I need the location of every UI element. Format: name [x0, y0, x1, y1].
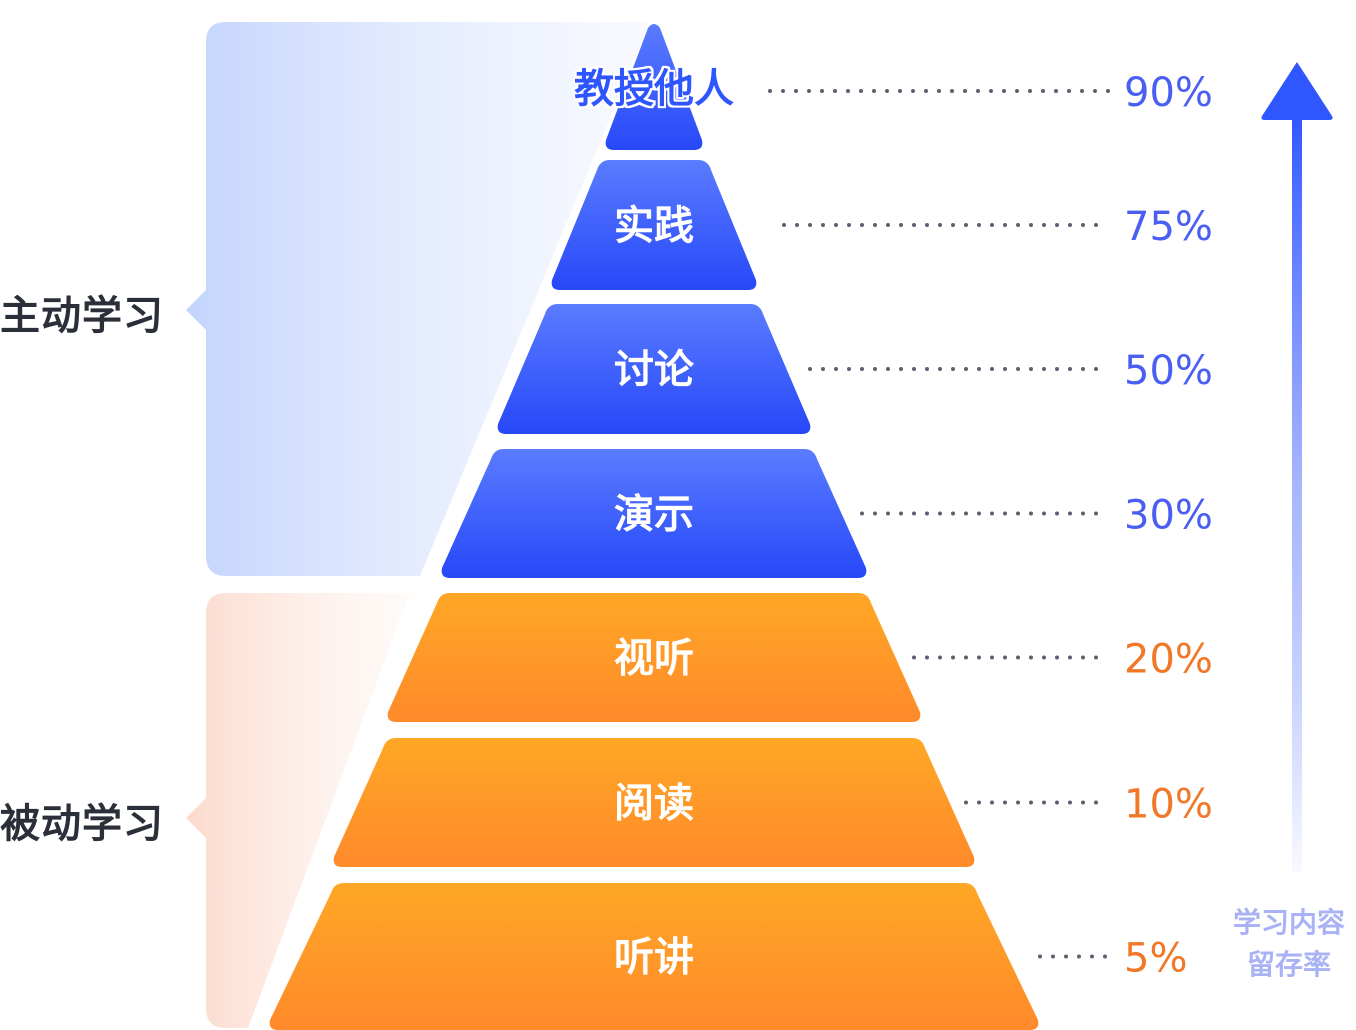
percent-label-5: 20%	[1124, 637, 1213, 683]
retention-axis-line1: 学习内容	[1232, 906, 1345, 939]
percent-label-3: 50%	[1124, 348, 1213, 394]
pyramid-tier-4	[441, 449, 867, 578]
tier-label-1: 教授他人	[574, 66, 734, 112]
retention-arrow	[1261, 62, 1333, 872]
dotted-leaders	[768, 89, 1114, 959]
pyramid-tier-6	[333, 738, 975, 867]
percent-label-2: 75%	[1124, 204, 1213, 250]
pyramid-tier-7	[269, 883, 1039, 1030]
passive-learning-label: 被动学习	[0, 801, 164, 847]
pyramid-tier-2	[551, 160, 757, 290]
tier-label-3: 讨论	[614, 347, 695, 393]
percent-label-1: 90%	[1124, 70, 1213, 116]
tier-label-7: 听讲	[614, 935, 694, 981]
pyramid-tier-1	[605, 24, 703, 150]
active-group-brace	[186, 22, 650, 576]
pyramid-tier-3	[497, 304, 811, 434]
percent-label-4: 30%	[1124, 493, 1213, 539]
percent-label-6: 10%	[1124, 782, 1213, 828]
pyramid-tiers	[269, 24, 1039, 1030]
percent-label-7: 5%	[1124, 936, 1187, 982]
tier-label-5: 视听	[614, 636, 694, 682]
tier-label-6: 阅读	[614, 781, 694, 827]
arrow-shaft	[1292, 112, 1302, 872]
tier-label-2: 实践	[614, 203, 694, 249]
pyramid-tier-5	[387, 593, 921, 722]
retention-percents: 90% 75% 50% 30% 20% 10% 5%	[1124, 70, 1213, 982]
passive-group-brace	[186, 593, 410, 1028]
tier-label-4: 演示	[614, 492, 694, 538]
retention-axis-line2: 留存率	[1246, 948, 1331, 981]
active-learning-label: 主动学习	[0, 293, 164, 339]
retention-axis-label: 学习内容 留存率	[1222, 902, 1356, 986]
arrow-head-icon	[1261, 62, 1333, 120]
